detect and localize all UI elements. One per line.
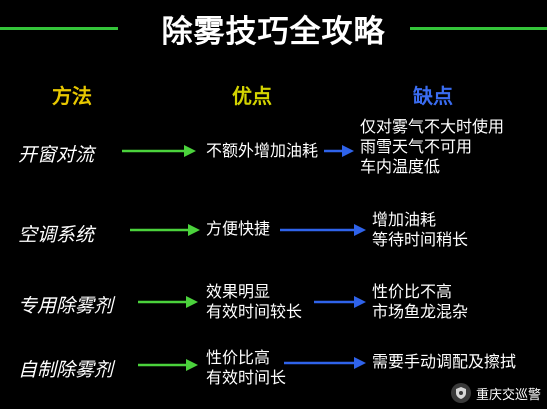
method-row-4: 自制除雾剂 (18, 359, 114, 381)
cons-row-2: 增加油耗 等待时间稍长 (372, 210, 468, 250)
header-pros: 优点 (232, 84, 272, 108)
pros-line: 性价比高 (206, 348, 271, 367)
page-title: 除雾技巧全攻略 (161, 14, 386, 50)
pros-line: 不额外增加油耗 (206, 141, 319, 160)
pros-line: 有效时间长 (206, 368, 287, 387)
title-underline-left (0, 27, 118, 30)
cons-line: 市场鱼龙混杂 (372, 302, 469, 321)
cons-line: 等待时间稍长 (372, 230, 469, 249)
cons-line: 性价比不高 (372, 282, 453, 301)
cons-line: 仅对雾气不大时使用 (360, 117, 505, 136)
title-underline-right (410, 27, 547, 30)
green-arrow-row-2 (130, 224, 200, 236)
watermark: 重庆交巡警 (450, 383, 541, 403)
header-cons: 缺点 (413, 84, 453, 108)
header-method: 方法 (52, 84, 92, 108)
pros-row-3: 效果明显 有效时间较长 (206, 282, 302, 322)
method-row-1: 开窗对流 (18, 144, 95, 166)
method-row-3: 专用除雾剂 (18, 295, 114, 317)
pros-line: 有效时间较长 (206, 302, 303, 321)
blue-arrow-row-4 (284, 357, 366, 369)
cons-line: 雨雪天气不可用 (360, 137, 473, 156)
police-badge-icon (450, 383, 471, 403)
pros-row-4: 性价比高 有效时间长 (206, 348, 286, 388)
green-arrow-row-4 (138, 359, 198, 371)
green-arrow-row-1 (122, 145, 196, 157)
method-row-2: 空调系统 (18, 224, 95, 246)
pros-row-2: 方便快捷 (206, 219, 270, 239)
pros-line: 效果明显 (206, 282, 271, 301)
cons-line: 增加油耗 (372, 210, 437, 229)
cons-row-1: 仅对雾气不大时使用 雨雪天气不可用 车内温度低 (360, 117, 504, 177)
green-arrow-row-3 (138, 296, 198, 308)
pros-line: 方便快捷 (206, 219, 271, 238)
cons-row-4: 需要手动调配及擦拭 (372, 352, 516, 372)
cons-line: 需要手动调配及擦拭 (372, 352, 517, 371)
cons-line: 车内温度低 (360, 157, 441, 176)
watermark-text: 重庆交巡警 (475, 387, 541, 403)
blue-arrow-row-2 (280, 224, 366, 236)
pros-row-1: 不额外增加油耗 (206, 141, 318, 161)
blue-arrow-row-3 (314, 296, 366, 308)
cons-row-3: 性价比不高 市场鱼龙混杂 (372, 282, 468, 322)
blue-arrow-row-1 (324, 145, 354, 157)
